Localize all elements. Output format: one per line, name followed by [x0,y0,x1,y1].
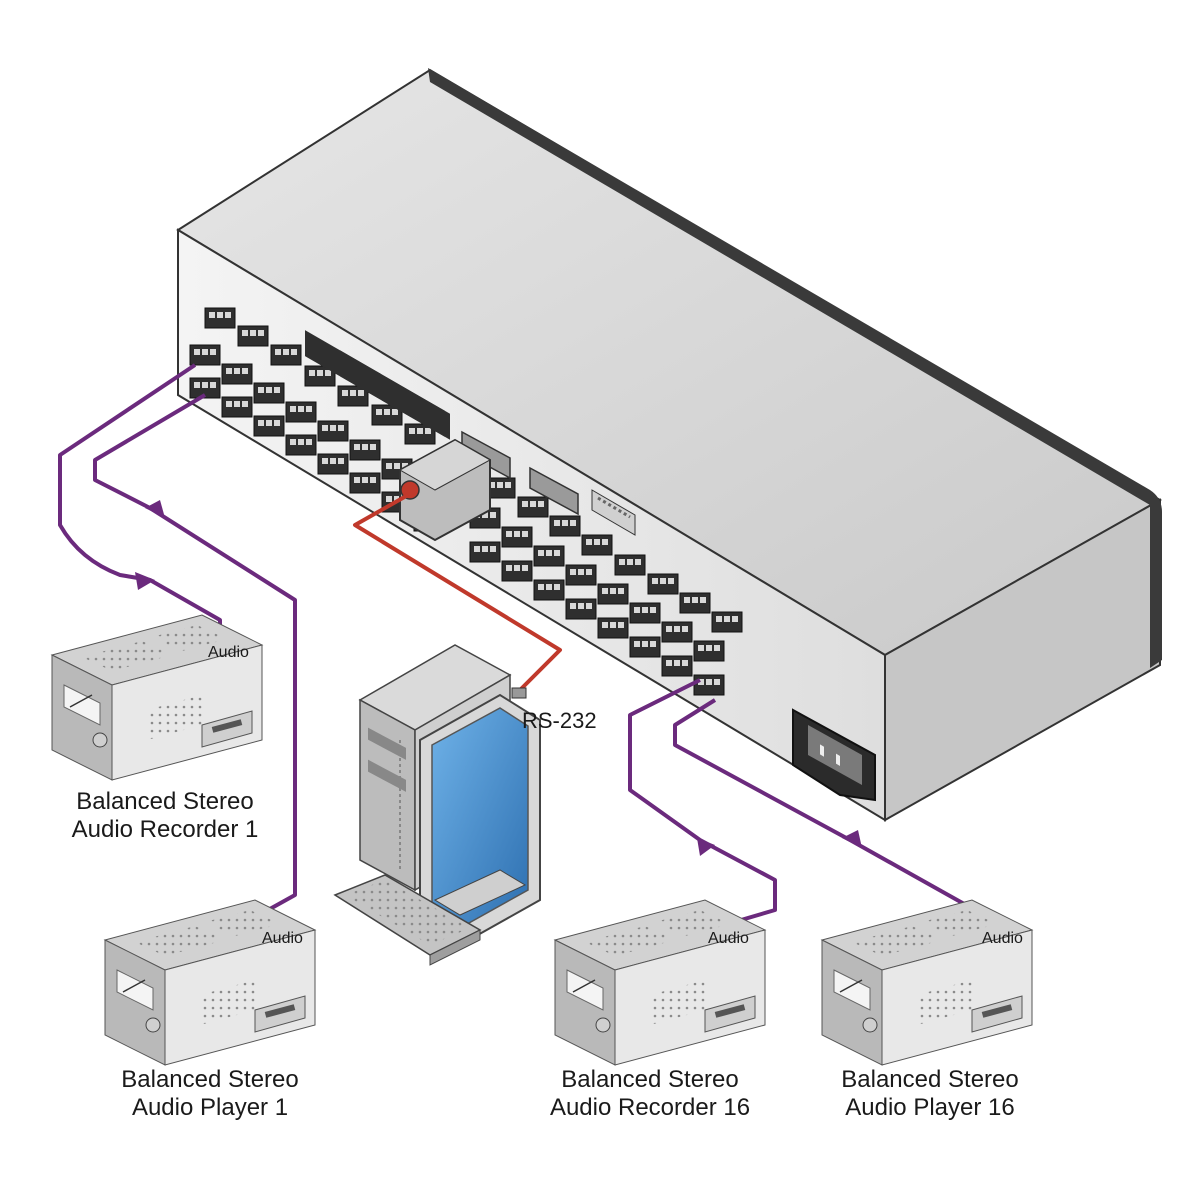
keyboard-icon [333,874,482,966]
caption-player-16: Balanced Stereo Audio Player 16 [805,1066,1055,1122]
caption-line: Audio Player 1 [131,1094,289,1121]
caption-recorder-16: Balanced Stereo Audio Recorder 16 [520,1066,780,1122]
caption-line: Balanced Stereo [561,1066,739,1093]
power-inlet-icon [792,708,876,802]
cable-recorder-1 [58,363,222,645]
dip-switch [591,489,636,536]
audio-deck-icon [554,899,766,1066]
rs232-cable [353,493,562,692]
caption-line: Audio Recorder 1 [71,816,259,843]
audio-label-recorder-1: Audio [208,644,249,661]
matrix-switcher-chassis [176,68,1163,822]
rs232-connector-icon [398,430,579,542]
caption-line: Audio Player 16 [845,1094,1015,1121]
rs232-label: RS-232 [522,708,597,733]
caption-player-1: Balanced Stereo Audio Player 1 [85,1066,335,1122]
audio-deck-icon [51,614,263,781]
caption-line: Balanced Stereo [76,788,254,815]
audio-deck-icon [104,899,316,1066]
caption-line: Balanced Stereo [841,1066,1019,1093]
audio-deck-icon [821,899,1033,1066]
control-terminal-blocks [305,330,450,440]
caption-line: Balanced Stereo [121,1066,299,1093]
caption-recorder-1: Balanced Stereo Audio Recorder 1 [40,788,290,844]
caption-line: Audio Recorder 16 [549,1094,751,1121]
monitor-icon [419,693,541,947]
rs232-port-icon [511,687,527,699]
audio-label-player-1: Audio [262,930,303,947]
audio-label-player-16: Audio [982,930,1023,947]
audio-label-recorder-16: Audio [708,930,749,947]
